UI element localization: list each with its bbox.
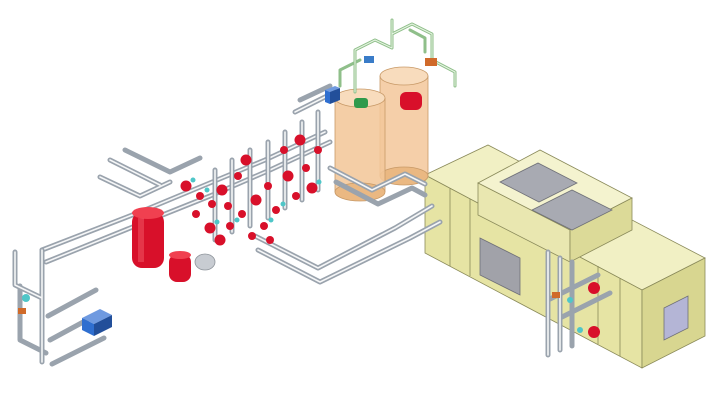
unit-gauge-1 — [567, 297, 573, 303]
unit-valve — [552, 292, 560, 298]
expansion-vessel-small — [169, 251, 191, 282]
unit-upper-side — [569, 197, 633, 263]
pressure-gauge — [280, 201, 286, 207]
tank-heater-element — [400, 92, 422, 110]
storage-tank-right — [379, 66, 429, 186]
unit-pump-2 — [588, 326, 600, 338]
manifold-valve — [272, 206, 280, 214]
pressure-gauge — [234, 217, 240, 223]
control-box — [325, 86, 340, 104]
manifold-valve — [208, 200, 216, 208]
green-valve-1 — [425, 58, 437, 66]
hx-gauge — [22, 294, 30, 302]
expansion-vessels — [132, 207, 216, 282]
pressure-gauge — [316, 179, 322, 185]
manifold-valve — [238, 210, 246, 218]
manifold-valve — [292, 192, 300, 200]
manifold-valve — [204, 222, 216, 234]
manifold-valve — [302, 164, 310, 172]
manifold-valve — [214, 234, 226, 246]
green-valve-2 — [364, 56, 374, 63]
manifold-valve — [306, 182, 318, 194]
pressure-gauge — [214, 219, 220, 225]
fan-grille-2 — [531, 189, 613, 231]
manifold-valve — [280, 146, 288, 154]
plate-heat-exchanger — [18, 294, 112, 336]
manifold-valve — [248, 232, 256, 240]
manifold-valve — [180, 180, 192, 192]
access-panel — [479, 237, 521, 296]
manifold-valve — [266, 236, 274, 244]
manifold-valve — [226, 222, 234, 230]
manifold-valve — [196, 192, 204, 200]
tank-pump — [354, 98, 368, 108]
fan-grille-1 — [499, 162, 578, 203]
manifold-valve — [240, 154, 252, 166]
manifold-valve — [264, 182, 272, 190]
manifold-valve — [216, 184, 228, 196]
buffer-cylinder — [194, 253, 216, 271]
hx-valve — [18, 308, 26, 314]
pressure-gauge — [268, 217, 274, 223]
manifold-valve — [250, 194, 262, 206]
manifold-valve — [224, 202, 232, 210]
outdoor-unit — [424, 144, 706, 369]
manifold-valve — [282, 170, 294, 182]
pressure-gauge — [204, 187, 210, 193]
expansion-vessel-large — [132, 207, 164, 268]
unit-pump-1 — [588, 282, 600, 294]
unit-connections — [552, 282, 600, 338]
pressure-gauge — [190, 177, 196, 183]
manifold-valve — [192, 210, 200, 218]
manifold-valve — [260, 222, 268, 230]
manifold-valves — [180, 134, 322, 246]
manifold-valve — [234, 172, 242, 180]
green-pipework — [338, 18, 457, 94]
manifold-valve — [314, 146, 322, 154]
side-window — [663, 295, 689, 341]
unit-gauge-2 — [577, 327, 583, 333]
manifold-valve — [294, 134, 306, 146]
